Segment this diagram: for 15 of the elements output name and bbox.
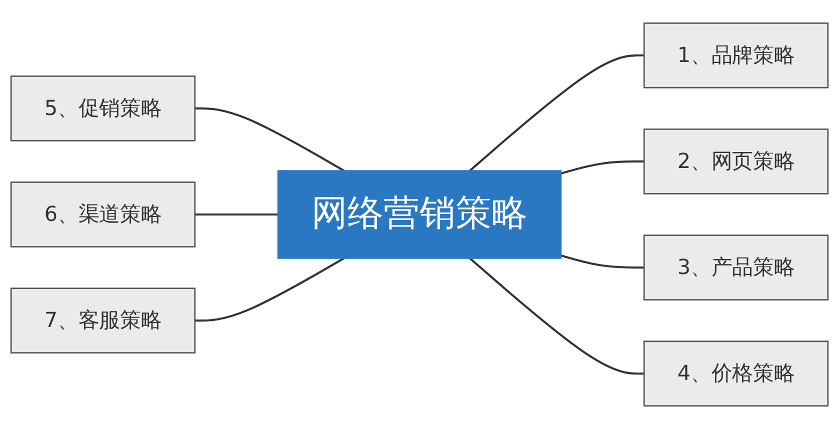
node-box: 4、价格策略 [643, 340, 829, 407]
connector [194, 213, 278, 216]
node-box: 3、产品策略 [643, 234, 829, 300]
node-box: 2、网页策略 [643, 128, 829, 194]
node-box: 1、品牌策略 [643, 22, 829, 88]
connector [194, 107, 345, 172]
connector [469, 54, 644, 172]
node-box: 网络营销策略 [277, 170, 562, 259]
connector [194, 257, 345, 322]
connector [560, 160, 644, 175]
node-box: 5、促销策略 [10, 76, 196, 142]
connector [469, 257, 644, 375]
node-box: 7、客服策略 [10, 288, 196, 354]
connector [560, 254, 644, 269]
node-box: 6、渠道策略 [10, 182, 196, 248]
